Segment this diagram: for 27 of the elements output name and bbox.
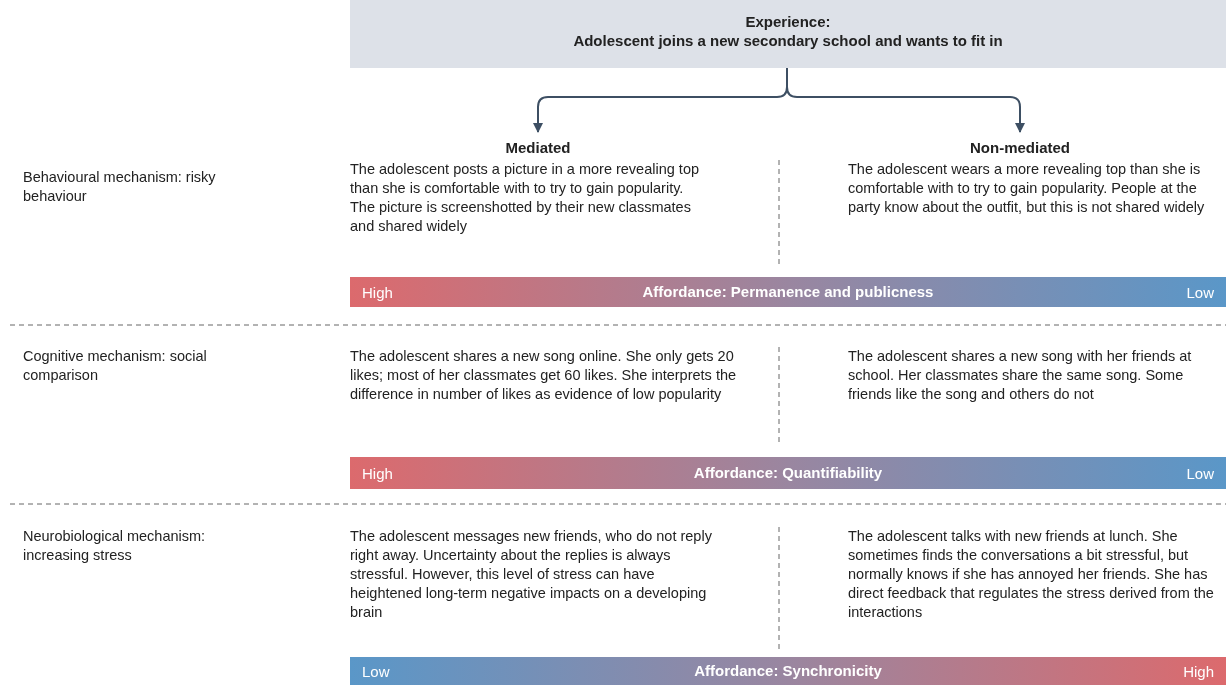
gradient-bar <box>350 277 1226 307</box>
gradient-bar <box>350 457 1226 489</box>
row-label: Behavioural mechanism: risky behaviour <box>23 168 217 206</box>
affordance-label: Affordance: Permanence and publicness <box>642 282 934 302</box>
scale-label: Low <box>1186 464 1214 482</box>
scale-label: Low <box>1186 283 1214 301</box>
scale-label: High <box>362 464 393 482</box>
scale-label: High <box>362 283 393 301</box>
affordance-label: Affordance: Synchronicity <box>694 661 882 681</box>
experience-box <box>350 0 1226 68</box>
scale-label: High <box>1183 662 1214 680</box>
heading-text: Adolescent joins a new secondary school and wants to fit in <box>572 31 1004 50</box>
scenario-text: The adolescent posts a picture in a more revealing top than she is comfortable with to try to gain popularity. The picture is screenshotted by their new classmates and shared widely <box>350 160 700 236</box>
heading-text: Experience: <box>744 12 832 31</box>
column-heading: Non-mediated <box>970 139 1070 156</box>
affordance-label: Affordance: Quantifiability <box>693 463 883 483</box>
scenario-text: The adolescent wears a more revealing top than she is comfortable with to try to gain popularity. People at the party know about the outfit, but this is not shared widely <box>848 160 1206 217</box>
column-heading: Mediated <box>505 139 571 156</box>
scenario-text: The adolescent talks with new friends at lunch. She sometimes finds the conversations a bit stressful, but normally knows if she has annoyed her friends. She has direct feedback that regulates the stress derived from the interactions <box>848 527 1215 622</box>
row-label: Cognitive mechanism: social comparison <box>23 347 208 385</box>
gradient-bar <box>350 657 1226 685</box>
scenario-text: The adolescent shares a new song online. She only gets 20 likes; most of her classmates get 60 likes. She interprets the difference in number of likes as evidence of low popularity <box>350 347 738 404</box>
row-label: Neurobiological mechanism: increasing stress <box>23 527 207 565</box>
scale-label: Low <box>362 662 390 680</box>
scenario-text: The adolescent shares a new song with her friends at school. Her classmates share the same song. Some friends like the song and others do not <box>848 347 1193 404</box>
arrow <box>786 67 1025 133</box>
scenario-text: The adolescent messages new friends, who do not reply right away. Uncertainty about the replies is always stressful. However, this level of stress can have heightened long-term negative impacts on a developing brain <box>350 527 713 622</box>
